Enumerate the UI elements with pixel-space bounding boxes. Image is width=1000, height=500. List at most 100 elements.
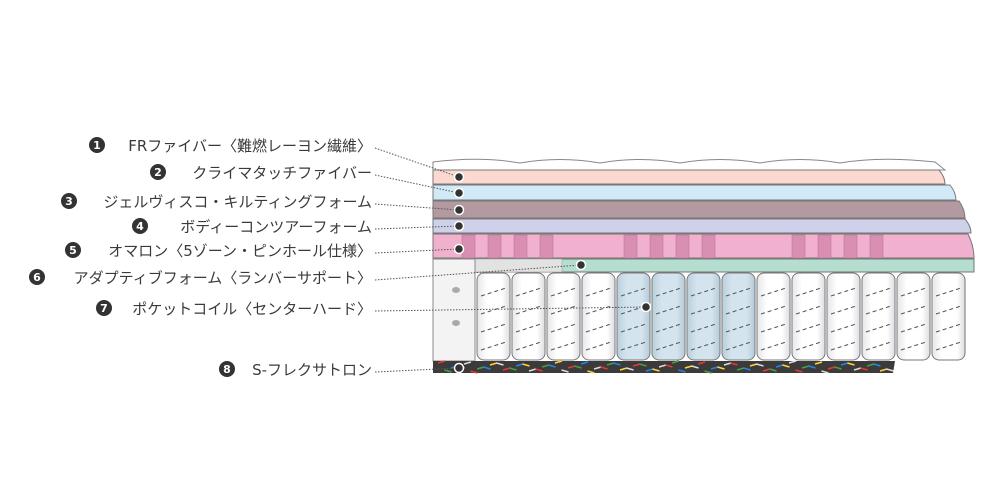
- gel-visco-layer: [432, 200, 966, 219]
- fiber-strand: [834, 366, 842, 370]
- fiber-strand: [645, 368, 654, 372]
- fiber-strand: [704, 370, 712, 374]
- svg-text:S-フレクサトロン: S-フレクサトロン: [252, 361, 372, 379]
- coil-spring: [725, 305, 752, 315]
- fiber-strand: [496, 362, 504, 366]
- fiber-strand: [639, 363, 647, 367]
- fiber-strand: [684, 365, 693, 369]
- pocket-coil: [756, 272, 791, 361]
- coil-spring: [830, 323, 857, 333]
- coil-spring: [760, 341, 787, 351]
- coil-spring: [480, 341, 507, 351]
- svg-text:3: 3: [65, 195, 73, 208]
- fiber-strand: [483, 366, 491, 370]
- fiber-strand: [847, 362, 855, 366]
- coil-spring: [935, 341, 962, 351]
- fiber-strand: [535, 368, 543, 372]
- pinhole: [791, 234, 806, 259]
- label-3: 3 ジェルヴィスコ・キルティングフォーム: [61, 193, 372, 211]
- fiber-strand: [710, 366, 719, 370]
- fiber-strand: [632, 363, 641, 367]
- coil-spring: [865, 341, 892, 351]
- coil-spring: [690, 323, 717, 333]
- fiber-strand: [886, 368, 894, 372]
- coil-spring: [795, 287, 822, 297]
- leader-line-6: [374, 264, 582, 281]
- fiber-strand: [437, 360, 446, 364]
- pocket-coil: [546, 272, 581, 361]
- pocket-coil: [826, 272, 861, 361]
- pocket-coil-center: [651, 272, 686, 361]
- coil-spring: [550, 341, 577, 351]
- coil-spring: [480, 323, 507, 333]
- coil-spring: [865, 323, 892, 333]
- coil-spring: [515, 341, 542, 351]
- fiber-strand: [613, 362, 621, 366]
- svg-text:6: 6: [33, 271, 41, 284]
- coil-spring: [900, 323, 927, 333]
- fiber-strand: [476, 366, 485, 370]
- leader-line-2: [374, 174, 460, 194]
- edge-hole: [452, 320, 460, 326]
- adaptive-foam-edge: [474, 258, 563, 273]
- fiber-strand: [671, 360, 680, 364]
- coil-spring: [690, 341, 717, 351]
- fiber-strand: [567, 365, 576, 369]
- fiber-strand: [743, 367, 751, 371]
- leader-lines: [374, 147, 652, 374]
- fiber-strand: [879, 368, 888, 372]
- pinhole: [487, 234, 502, 259]
- pocket-coil: [791, 272, 826, 361]
- fiber-strand: [775, 364, 784, 368]
- coil-spring: [935, 287, 962, 297]
- fiber-strand: [541, 364, 550, 368]
- fiber-strand: [580, 361, 589, 365]
- fiber-strand: [574, 365, 582, 369]
- coil-spring: [480, 287, 507, 297]
- pocket-coil-center: [616, 272, 651, 361]
- mattress-layers: [432, 169, 975, 273]
- fiber-strand: [808, 365, 816, 369]
- pocket-coil-center: [686, 272, 721, 361]
- coil-spring: [795, 305, 822, 315]
- fiber-strand: [795, 369, 803, 373]
- pinhole: [869, 234, 884, 259]
- svg-text:5: 5: [69, 244, 77, 257]
- coil-spring: [655, 305, 682, 315]
- pinhole: [461, 234, 476, 259]
- pinhole: [817, 234, 832, 259]
- marker-dot-3: [453, 204, 465, 216]
- coil-spring: [655, 341, 682, 351]
- leader-line-5: [374, 248, 460, 254]
- coil-spring: [620, 323, 647, 333]
- marker-dot-4: [453, 220, 465, 232]
- fiber-strand: [548, 364, 556, 368]
- marker-dot-2: [453, 187, 465, 199]
- pocket-coil: [861, 272, 896, 361]
- edge-hole: [452, 287, 460, 293]
- fiber-strand: [652, 368, 660, 372]
- svg-text:8: 8: [223, 363, 231, 376]
- svg-text:クライマタッチファイバー: クライマタッチファイバー: [192, 164, 372, 182]
- svg-text:ジェルヴィスコ・キルティングフォーム: ジェルヴィスコ・キルティングフォーム: [103, 193, 372, 211]
- marker-dot-7: [640, 301, 652, 313]
- coil-spring: [935, 323, 962, 333]
- pinhole: [539, 234, 554, 259]
- svg-text:ボディーコンツアーフォーム: ボディーコンツアーフォーム: [180, 218, 372, 236]
- leader-line-8: [374, 367, 460, 373]
- fiber-strand: [444, 369, 452, 373]
- svg-text:ポケットコイル〈センターハード〉: ポケットコイル〈センターハード〉: [132, 300, 372, 318]
- label-8: 8 S-フレクサトロン: [219, 361, 372, 379]
- coil-spring: [585, 323, 612, 333]
- fiber-strand: [756, 363, 764, 367]
- fiber-strand: [853, 367, 862, 371]
- svg-text:オマロン〈5ゾーン・ピンホール仕様〉: オマロン〈5ゾーン・ピンホール仕様〉: [108, 242, 372, 260]
- coil-spring: [690, 305, 717, 315]
- coil-spring: [515, 323, 542, 333]
- coil-spring: [725, 323, 752, 333]
- coil-spring: [550, 287, 577, 297]
- fiber-strand: [522, 363, 530, 367]
